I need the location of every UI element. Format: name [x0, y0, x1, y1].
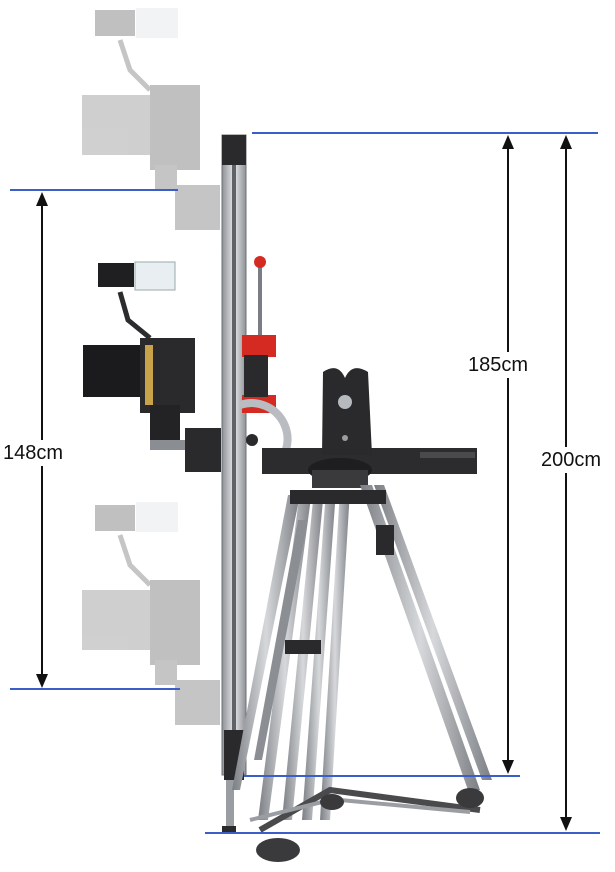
min-height-label: 148cm — [2, 440, 65, 466]
arrowhead-icon — [502, 135, 514, 149]
counterweight-rod — [242, 256, 276, 413]
column-height-label: 185cm — [467, 352, 530, 378]
head-plate — [308, 368, 372, 488]
ghost-camera-bottom — [82, 502, 220, 725]
dimension-arrows — [36, 135, 572, 831]
max-height-label: 200cm — [540, 447, 603, 473]
arrowhead-icon — [502, 760, 514, 774]
arrowhead-icon — [36, 192, 48, 206]
arrowhead-icon — [560, 135, 572, 149]
ghost-camera-top — [82, 8, 220, 230]
arrowhead-icon — [560, 817, 572, 831]
tripod — [232, 485, 492, 862]
vertical-rail — [221, 134, 247, 832]
guide-lines — [10, 132, 600, 834]
camera-rig — [83, 261, 221, 472]
arrowhead-icon — [36, 674, 48, 688]
